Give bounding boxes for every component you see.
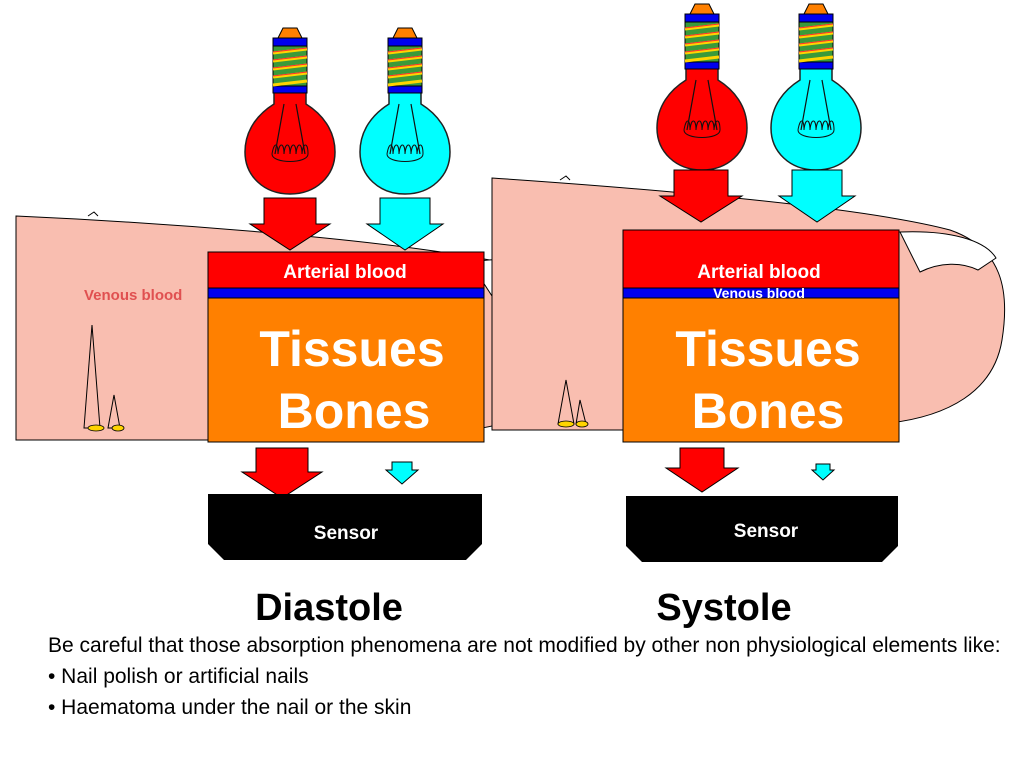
cyan-bulb-icon: [358, 26, 452, 196]
bones-label-systole: Bones: [692, 383, 845, 439]
diastole-panel: Venous blood Arterial blood Tissues Bone…: [15, 26, 588, 629]
sensor-systole: [626, 496, 898, 562]
tissue-bone-block-systole: [622, 297, 900, 443]
venous-blood-label-systole: Venous blood: [713, 285, 805, 301]
cyan-arrow-out-systole: [810, 463, 836, 481]
arterial-blood-layer-diastole: [207, 251, 485, 289]
red-arrow-out-systole: [664, 447, 740, 493]
warning-note: Be careful that those absorption phenome…: [48, 630, 1008, 723]
cyan-arrow-in-diastole: [365, 197, 445, 251]
tissue-bone-block-diastole: [207, 297, 485, 443]
tissues-label-diastole: Tissues: [259, 321, 444, 377]
tissues-label-systole: Tissues: [675, 321, 860, 377]
sensor-diastole: [208, 494, 482, 560]
arterial-blood-label-diastole: Arterial blood: [283, 262, 407, 283]
note-item-nail-polish: • Nail polish or artificial nails: [48, 665, 309, 688]
red-arrow-out-diastole: [240, 447, 324, 499]
cyan-arrow-out-diastole: [384, 461, 420, 485]
red-arrow-in-systole: [658, 169, 744, 223]
red-bulb-icon-systole: [655, 2, 749, 172]
cyan-arrow-in-systole: [777, 169, 857, 223]
note-intro: Be careful that those absorption phenome…: [48, 634, 1001, 657]
note-item-haematoma: • Haematoma under the nail or the skin: [48, 696, 412, 719]
red-bulb-icon: [243, 26, 337, 196]
arterial-blood-layer-systole: [622, 229, 900, 289]
phase-label-systole: Systole: [656, 587, 791, 629]
sensor-label-diastole: Sensor: [314, 523, 379, 544]
red-arrow-in-diastole: [248, 197, 332, 251]
venous-blood-layer-diastole: [207, 287, 485, 299]
phase-label-diastole: Diastole: [255, 587, 403, 629]
systole-panel: Arterial blood Venous blood Tissues Bone…: [491, 2, 1006, 629]
bones-label-diastole: Bones: [278, 383, 431, 439]
venous-blood-side-label: Venous blood: [84, 287, 182, 304]
cyan-bulb-icon-systole: [769, 2, 863, 172]
sensor-label-systole: Sensor: [734, 521, 799, 542]
arterial-blood-label-systole: Arterial blood: [697, 262, 821, 283]
